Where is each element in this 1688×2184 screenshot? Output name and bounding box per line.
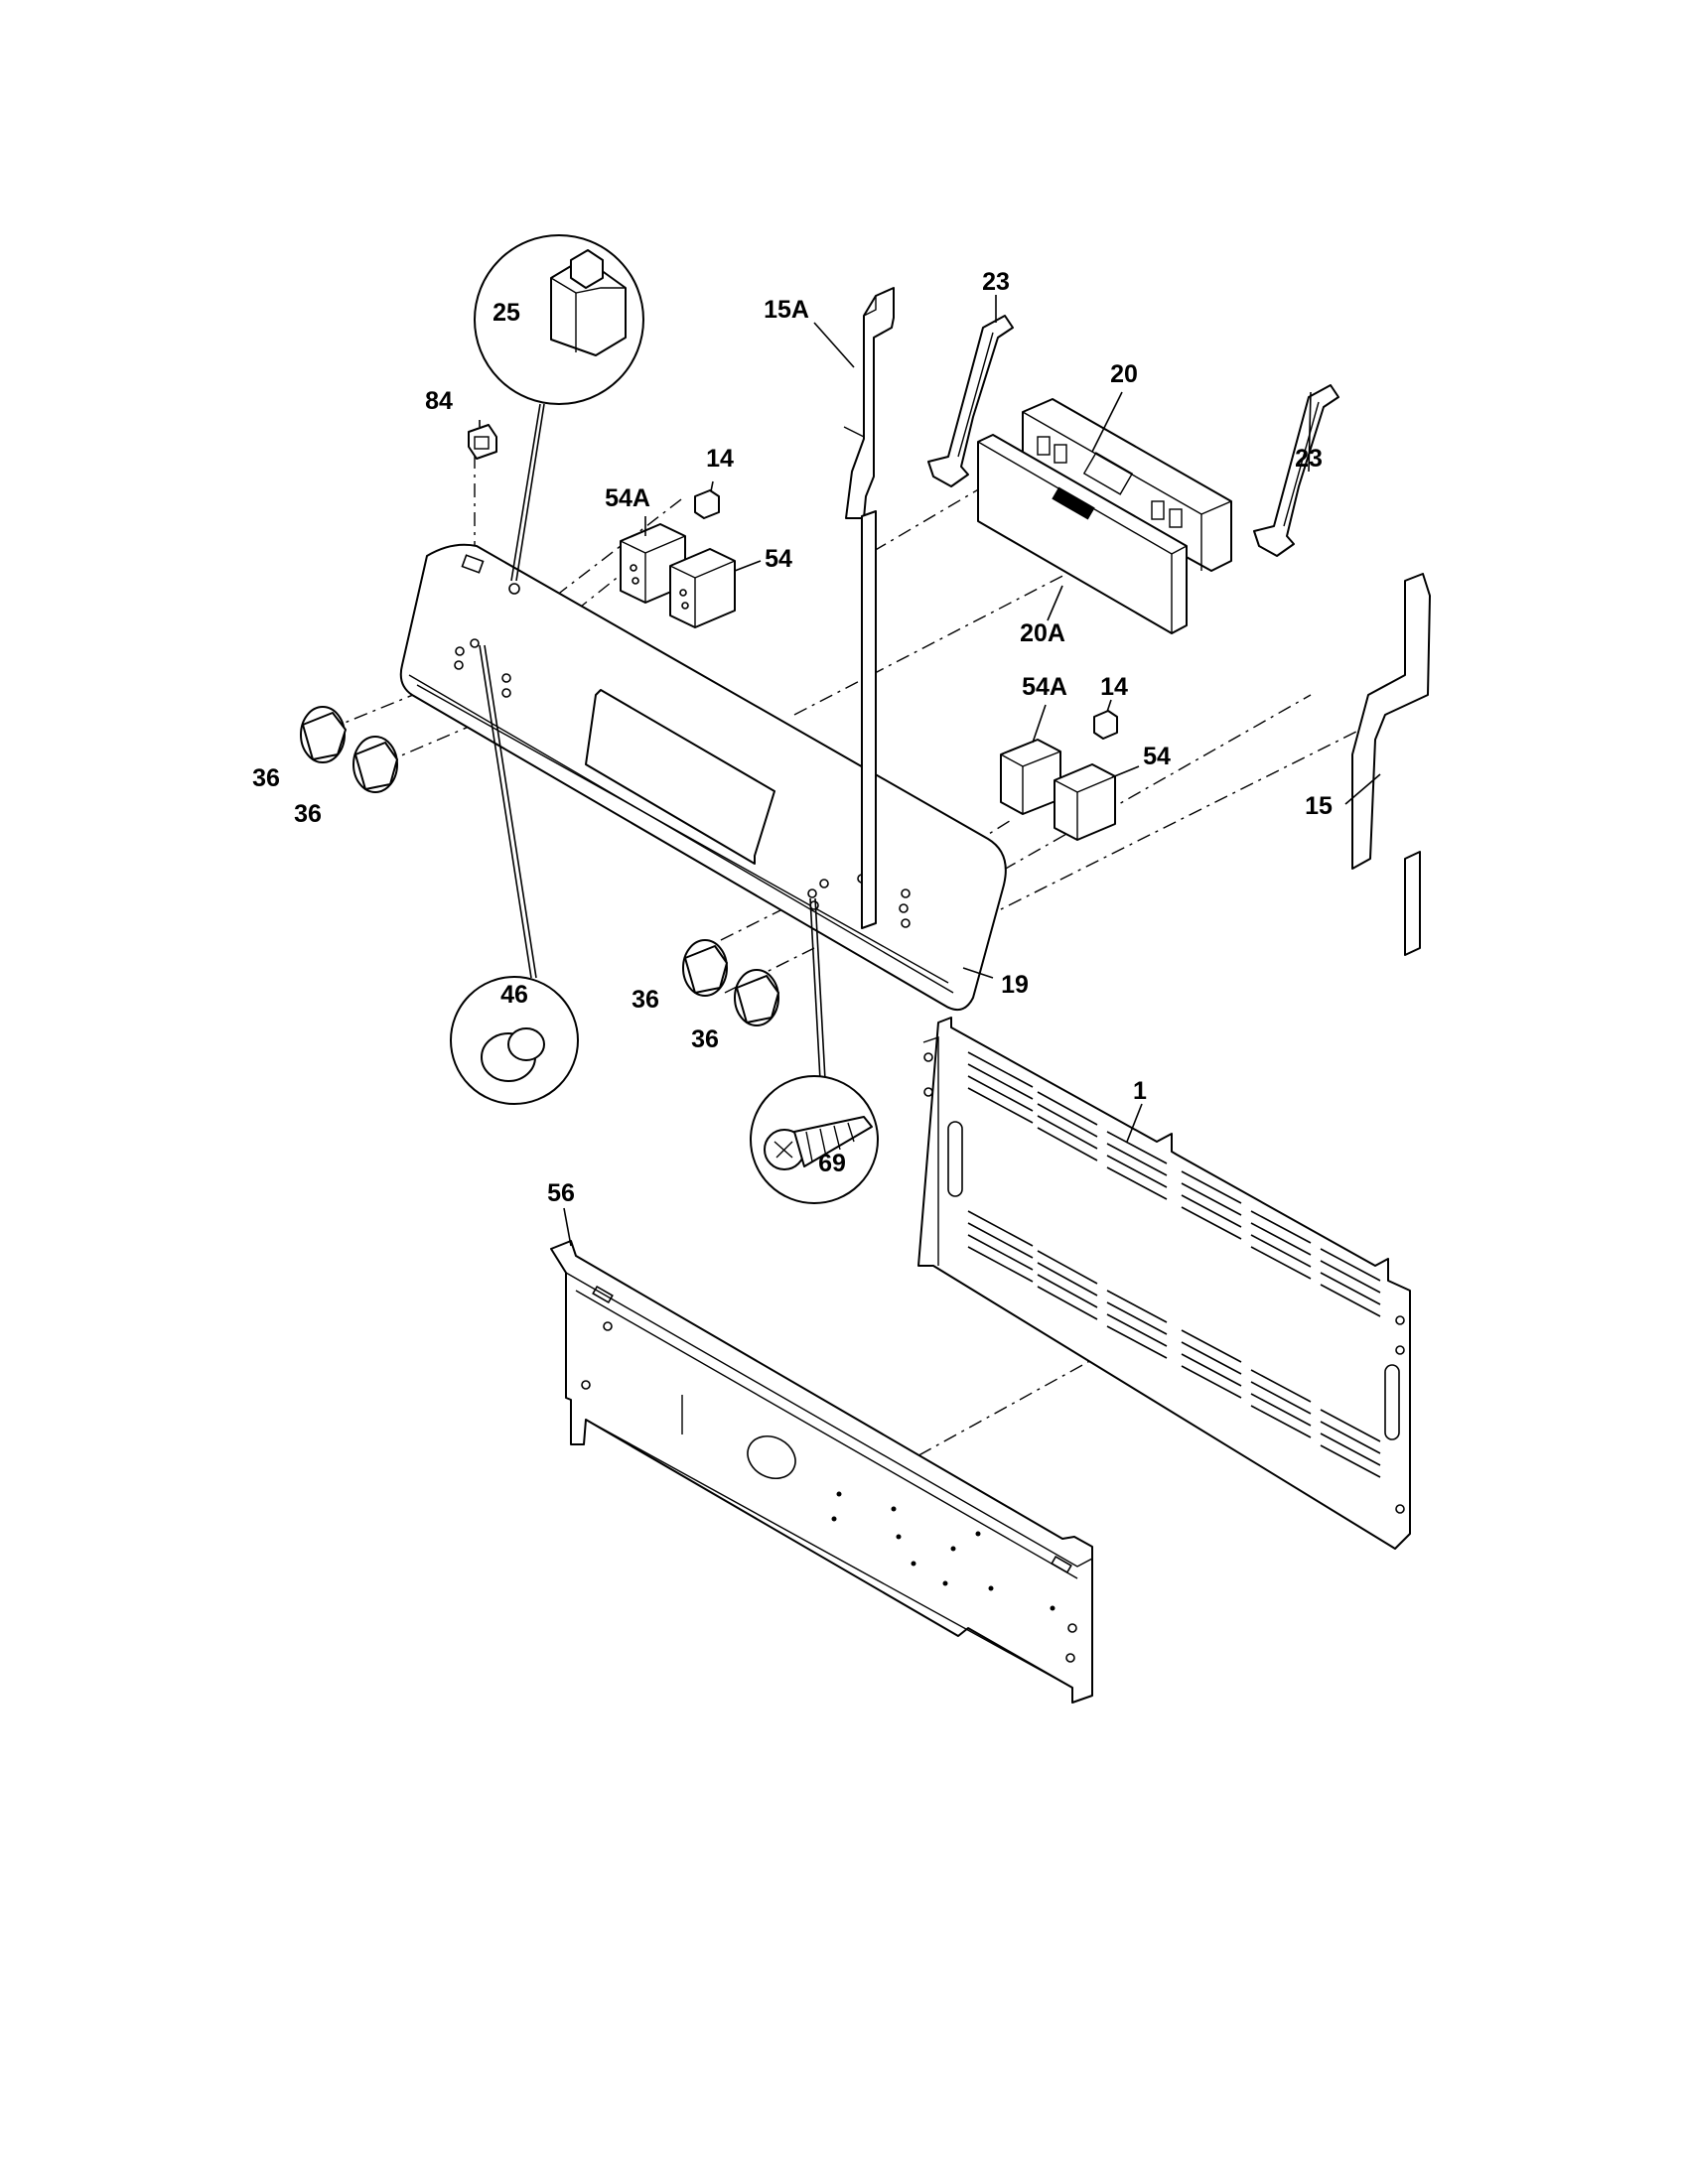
lower-panel-56 — [550, 1240, 1093, 1704]
label-54-right: 54 — [1143, 743, 1171, 770]
overlay-20a — [977, 434, 1188, 634]
label-54a-left: 54A — [605, 484, 650, 512]
callout-circle-25 — [474, 234, 644, 582]
bracket-15 — [1351, 573, 1431, 956]
switch-54-right — [1054, 763, 1116, 841]
label-46: 46 — [500, 981, 528, 1009]
part-labels: 25 84 54A 14 54 15A 23 20 23 20A 54A 14 … — [252, 268, 1333, 1207]
trim-23-top — [927, 315, 1014, 487]
control-panel-19 — [399, 543, 1007, 1012]
label-54-left: 54 — [765, 545, 792, 573]
callout-circle-69 — [750, 897, 879, 1204]
callout-circle-46 — [450, 644, 579, 1105]
label-36-d: 36 — [691, 1025, 719, 1053]
leader-lines — [479, 295, 1381, 1247]
label-25: 25 — [492, 299, 520, 327]
label-1: 1 — [1133, 1077, 1147, 1105]
label-20: 20 — [1110, 360, 1138, 388]
trim-23-right — [1253, 384, 1339, 557]
vent-slots — [967, 1051, 1381, 1478]
knob-36-d — [734, 969, 779, 1026]
label-14-left: 14 — [706, 445, 734, 473]
label-56: 56 — [547, 1179, 575, 1207]
label-19: 19 — [1001, 971, 1029, 999]
label-14-right: 14 — [1100, 673, 1128, 701]
knob-36-b — [352, 736, 398, 793]
label-15a: 15A — [764, 296, 809, 324]
switch-14-right — [1093, 710, 1118, 740]
label-36-a: 36 — [252, 764, 280, 792]
label-15: 15 — [1305, 792, 1333, 820]
knob-36-a — [300, 706, 347, 763]
bracket-15a — [843, 287, 895, 929]
label-36-b: 36 — [294, 800, 322, 828]
switch-14-left — [694, 489, 720, 519]
rear-panel-1 — [917, 1017, 1411, 1550]
label-23-right: 23 — [1295, 445, 1323, 473]
switch-54a-right — [1000, 739, 1061, 815]
switch-54-left — [669, 548, 736, 628]
label-20a: 20A — [1020, 619, 1065, 647]
label-23-top: 23 — [982, 268, 1010, 296]
knob-36-c — [682, 939, 728, 997]
label-69: 69 — [818, 1150, 846, 1177]
label-36-c: 36 — [632, 986, 659, 1014]
label-54a-right: 54A — [1022, 673, 1067, 701]
part-84-switch — [468, 424, 497, 460]
label-84: 84 — [425, 387, 453, 415]
